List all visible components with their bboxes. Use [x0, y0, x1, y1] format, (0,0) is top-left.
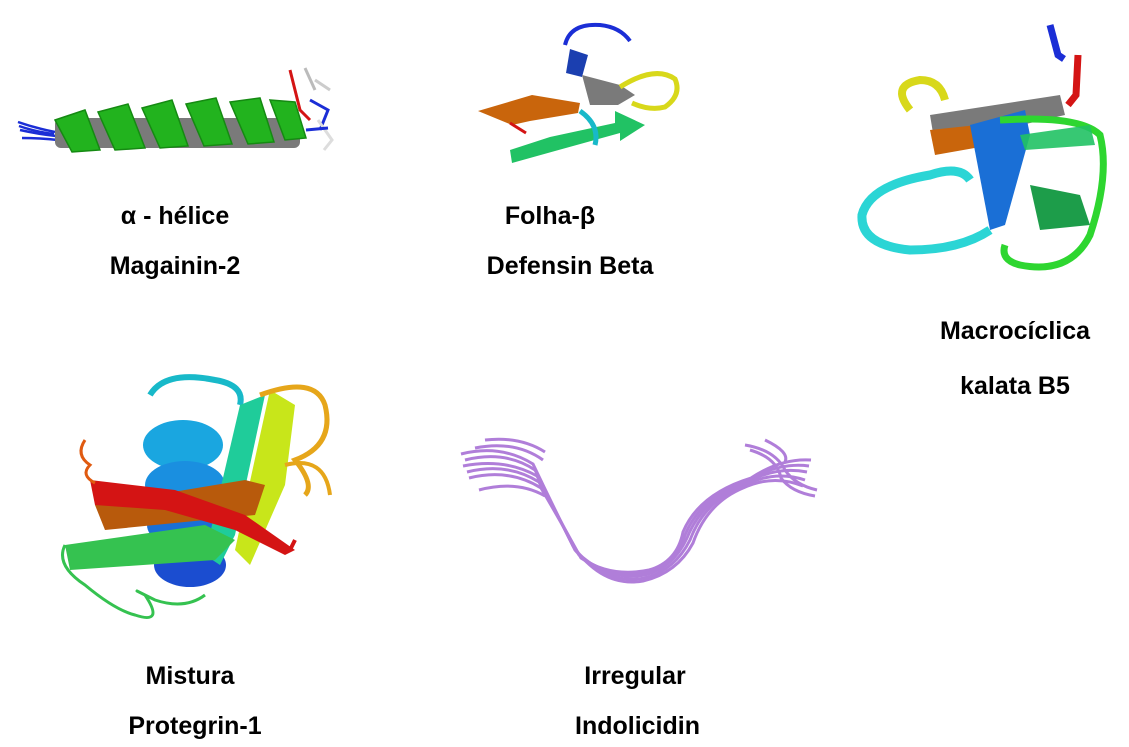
helix-type-label: α - hélice — [90, 202, 260, 231]
irregular-structure-panel — [445, 400, 835, 600]
irregular-ribbon-image — [445, 400, 835, 600]
sheet-structure-panel — [470, 15, 700, 175]
irregular-name-label: Indolicidin — [555, 712, 720, 741]
macro-structure-panel — [850, 15, 1129, 280]
sheet-name-label: Defensin Beta — [470, 252, 670, 281]
sheet-type-label: Folha-β — [480, 202, 620, 231]
mixed-name-label: Protegrin-1 — [110, 712, 280, 741]
macro-ribbon-image — [850, 15, 1129, 280]
helix-name-label: Magainin-2 — [80, 252, 270, 281]
helix-structure-panel — [10, 50, 340, 180]
sheet-ribbon-image — [470, 15, 700, 175]
mixed-type-label: Mistura — [120, 662, 260, 691]
helix-ribbon-image — [10, 50, 340, 180]
mixed-structure-panel — [55, 365, 355, 635]
macro-type-label: Macrocíclica — [925, 317, 1105, 346]
irregular-type-label: Irregular — [560, 662, 710, 691]
macro-name-label: kalata B5 — [935, 372, 1095, 401]
mixed-ribbon-image — [55, 365, 355, 635]
